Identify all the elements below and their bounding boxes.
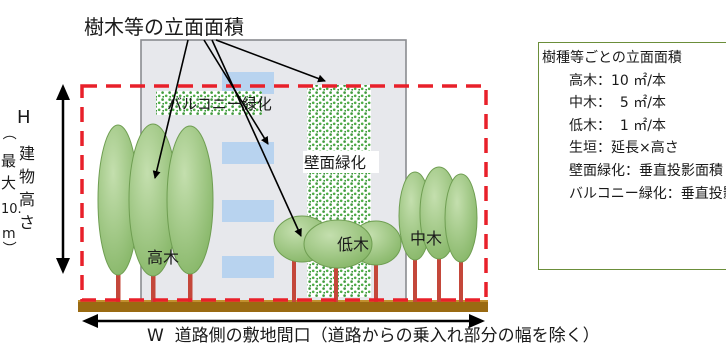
svg-text:大: 大	[1, 174, 16, 192]
svg-text:10.: 10.	[1, 202, 22, 217]
tall-trees	[97, 123, 214, 302]
ground-strip	[78, 300, 488, 312]
legend-title: 樹種等ごとの立面面積	[542, 50, 682, 66]
legend-item-tall-tree: 高木：10 ㎡/本	[569, 72, 666, 89]
legend-item-hedge: 生垣：延長×高さ	[569, 140, 679, 157]
svg-text:（: （	[0, 126, 16, 140]
svg-text:最: 最	[1, 152, 16, 170]
svg-text:建: 建	[19, 144, 35, 163]
width-label: W 道路側の敷地間口（道路からの乗入れ部分の幅を除く）	[147, 326, 600, 343]
low-trees	[273, 215, 402, 302]
height-arrow	[56, 84, 70, 274]
svg-text:物: 物	[19, 167, 35, 186]
elevation-area-title: 樹木等の立面面積	[84, 15, 244, 39]
height-vertical-text: 建 物 高 さ	[19, 144, 35, 232]
svg-text:m: m	[2, 226, 16, 242]
width-arrow	[82, 314, 485, 328]
balcony-greening-label: バルコニー緑化	[167, 95, 272, 113]
legend-box: 樹種等ごとの立面面積 高木：10 ㎡/本 中木： 5 ㎡/本 低木： 1 ㎡/本…	[538, 42, 726, 270]
legend-item-low-tree: 低木： 1 ㎡/本	[569, 117, 666, 134]
pointer-arrows	[152, 39, 326, 237]
greening-area-frame	[80, 84, 488, 302]
tall-tree-label: 高木	[147, 248, 179, 267]
legend-item-mid-tree: 中木： 5 ㎡/本	[569, 95, 666, 112]
svg-text:さ: さ	[19, 213, 35, 232]
svg-text:）: ）	[0, 241, 16, 255]
low-tree-label: 低木	[337, 235, 369, 254]
legend-item-balcony-greening: バルコニー緑化：垂直投影面積	[569, 185, 726, 202]
height-letter: H	[17, 107, 31, 128]
mid-trees	[398, 166, 478, 302]
height-paren-text: （ 最 大 10. m ）	[0, 126, 22, 255]
mid-tree-label: 中木	[410, 229, 442, 248]
svg-text:高: 高	[19, 190, 35, 209]
wall-greening-label: 壁面緑化	[304, 154, 366, 172]
building-windows	[222, 72, 274, 278]
legend-item-wall-greening: 壁面緑化：垂直投影面積	[569, 162, 723, 179]
